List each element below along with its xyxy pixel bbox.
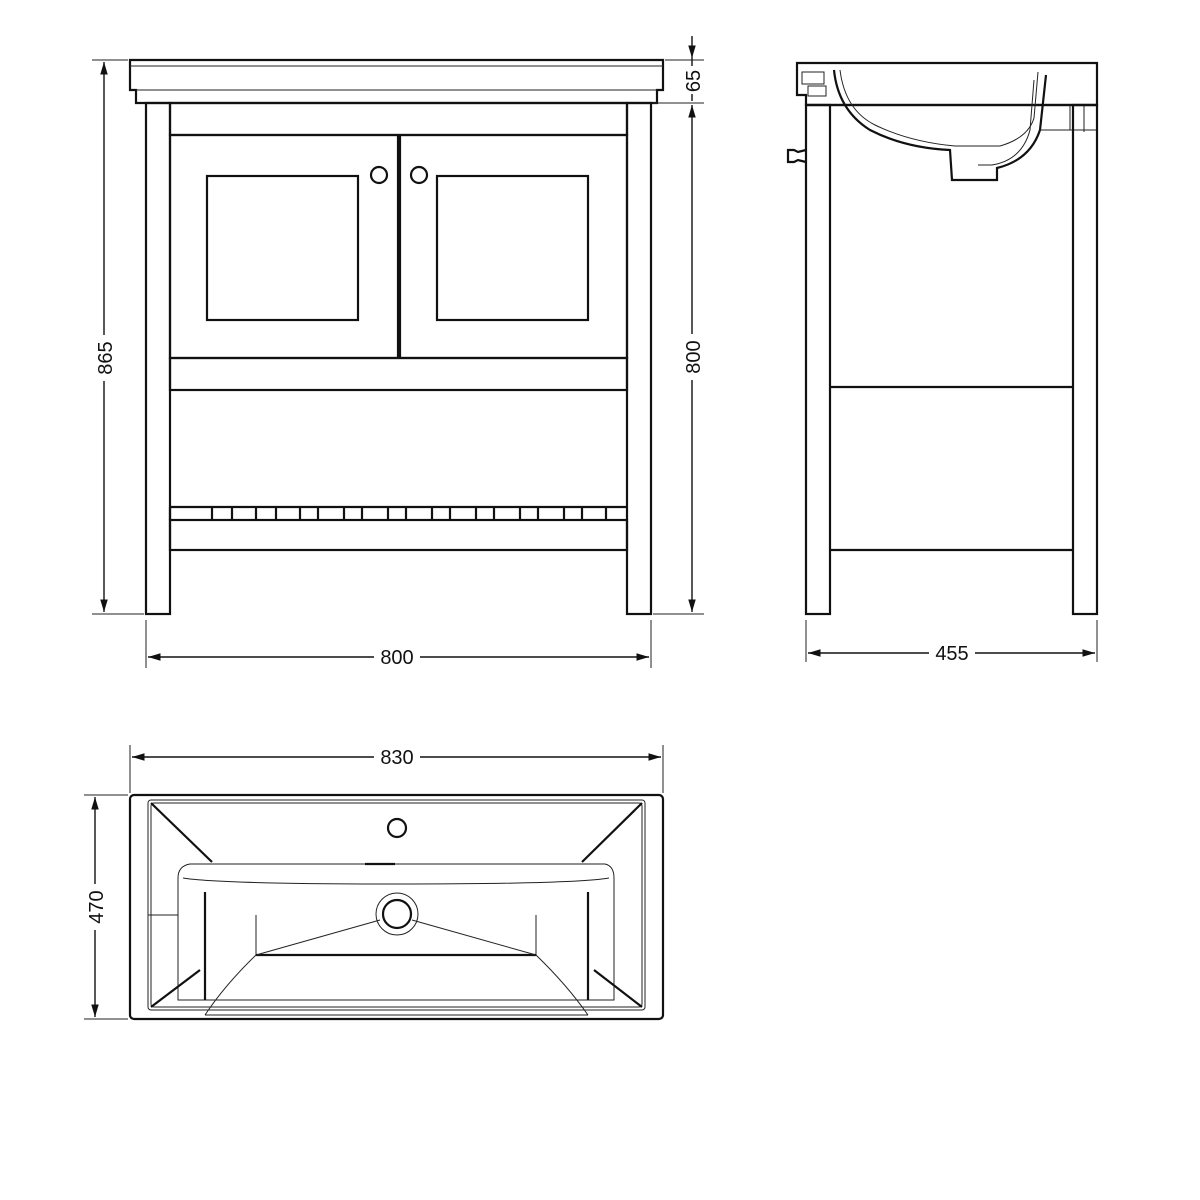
- plan-view: 830 470: [84, 745, 665, 1021]
- side-back-leg: [1071, 103, 1099, 616]
- right-door: [398, 133, 629, 360]
- right-leg: [625, 101, 653, 616]
- tap-hole-icon: [386, 817, 408, 839]
- svg-text:830: 830: [380, 747, 413, 769]
- left-leg: [144, 101, 172, 616]
- svg-text:800: 800: [380, 647, 413, 669]
- left-knob-icon: [369, 165, 389, 185]
- dimension-865: 865: [92, 59, 144, 615]
- side-knob-icon: [786, 148, 807, 164]
- svg-text:455: 455: [935, 643, 968, 665]
- dimension-455: 455: [805, 620, 1098, 665]
- svg-text:865: 865: [95, 341, 117, 374]
- side-view: 455: [786, 61, 1099, 665]
- dimension-800-height: 800: [653, 105, 705, 615]
- svg-text:65: 65: [683, 70, 705, 92]
- svg-text:800: 800: [683, 340, 705, 373]
- basin-outline: [128, 793, 665, 1021]
- left-door: [168, 133, 400, 360]
- waste-outer-icon: [375, 892, 419, 936]
- basin-front: [128, 58, 665, 105]
- dimension-800-width: 800: [145, 620, 652, 669]
- lower-rail: [168, 356, 629, 392]
- basin-section: [795, 61, 1099, 182]
- dimension-65: 65: [653, 36, 705, 104]
- front-view: 865 65 800 800: [92, 36, 705, 669]
- waste-inner-icon: [381, 898, 413, 930]
- side-front-leg: [804, 103, 832, 616]
- svg-text:470: 470: [86, 890, 108, 923]
- dimension-830: 830: [129, 745, 664, 793]
- right-knob-icon: [409, 165, 429, 185]
- top-rail: [168, 101, 629, 137]
- dimension-470: 470: [84, 794, 128, 1020]
- slatted-shelf: [168, 505, 629, 552]
